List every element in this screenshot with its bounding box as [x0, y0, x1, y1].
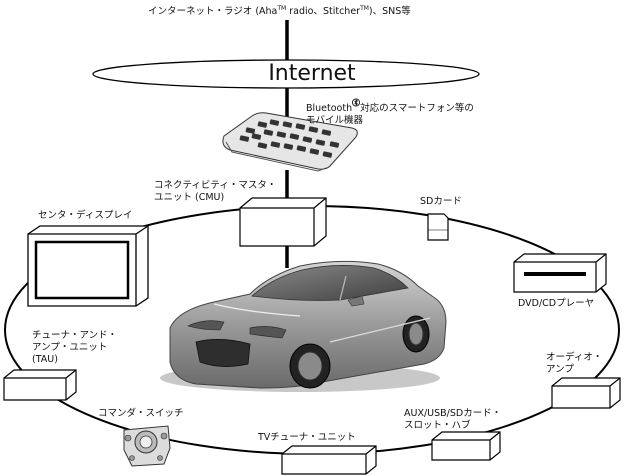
audio-amp	[551, 377, 621, 409]
mobile-label-line1-prefix: Bluetooth	[306, 103, 353, 114]
center-display	[27, 225, 149, 307]
sd-card-icon	[427, 213, 449, 241]
internet-cloud	[92, 59, 480, 89]
bluetooth-icon	[352, 98, 361, 107]
internet-label: Internet	[268, 61, 356, 86]
cmu-label: コネクティビティ・マスタ・ ユニット (CMU)	[154, 180, 276, 204]
cmu-unit	[239, 197, 327, 247]
mobile-label-line1-suffix: 対応のスマートフォン等の	[360, 103, 474, 114]
tau-label-line2: アンプ・ユニット	[32, 342, 108, 353]
tau-unit	[3, 369, 77, 401]
dvd-player	[513, 253, 607, 293]
tv-tuner	[281, 445, 377, 475]
cmu-label-line1: コネクティビティ・マスタ・	[154, 180, 277, 191]
audio-amp-label-line1: オーディオ・	[546, 352, 603, 363]
top-caption: インターネット・ラジオ (AhaTM radio、StitcherTM)、SNS…	[148, 4, 411, 18]
mobile-device-label: Bluetooth 対応のスマートフォン等の モバイル機器	[306, 98, 474, 127]
audio-amp-label: オーディオ・ アンプ	[546, 352, 602, 376]
tv-tuner-label: TVチューナ・ユニット	[258, 432, 356, 443]
cmu-label-line2: ユニット (CMU)	[154, 192, 225, 203]
tau-label-line3: (TAU)	[32, 354, 58, 365]
top-caption-middle: radio、Stitcher	[286, 6, 361, 17]
mobile-label-line2: モバイル機器	[306, 115, 364, 126]
dvd-player-label: DVD/CDプレーヤ	[518, 298, 595, 309]
sd-card-label: SDカード	[420, 196, 462, 207]
top-caption-tm2: TM	[360, 4, 369, 12]
aux-usb-hub	[431, 431, 501, 461]
tau-label-line1: チューナ・アンド・	[32, 330, 118, 341]
audio-amp-label-line2: アンプ	[546, 364, 574, 375]
center-display-label: センタ・ディスプレイ	[38, 210, 133, 221]
hub-label-line2: スロット・ハブ	[404, 420, 471, 431]
commander-switch-icon	[123, 425, 171, 467]
car-icon	[160, 260, 447, 392]
top-caption-tm1: TM	[277, 4, 287, 12]
phone-icon	[222, 112, 358, 172]
aux-usb-hub-label: AUX/USB/SDカード・ スロット・ハブ	[404, 408, 501, 432]
commander-switch-label: コマンダ・スイッチ	[98, 408, 184, 419]
top-caption-prefix: インターネット・ラジオ (Aha	[148, 6, 278, 17]
top-caption-suffix: )、SNS等	[368, 6, 411, 17]
hub-label-line1: AUX/USB/SDカード・	[404, 408, 502, 419]
tau-label: チューナ・アンド・ アンプ・ユニット (TAU)	[32, 330, 117, 366]
